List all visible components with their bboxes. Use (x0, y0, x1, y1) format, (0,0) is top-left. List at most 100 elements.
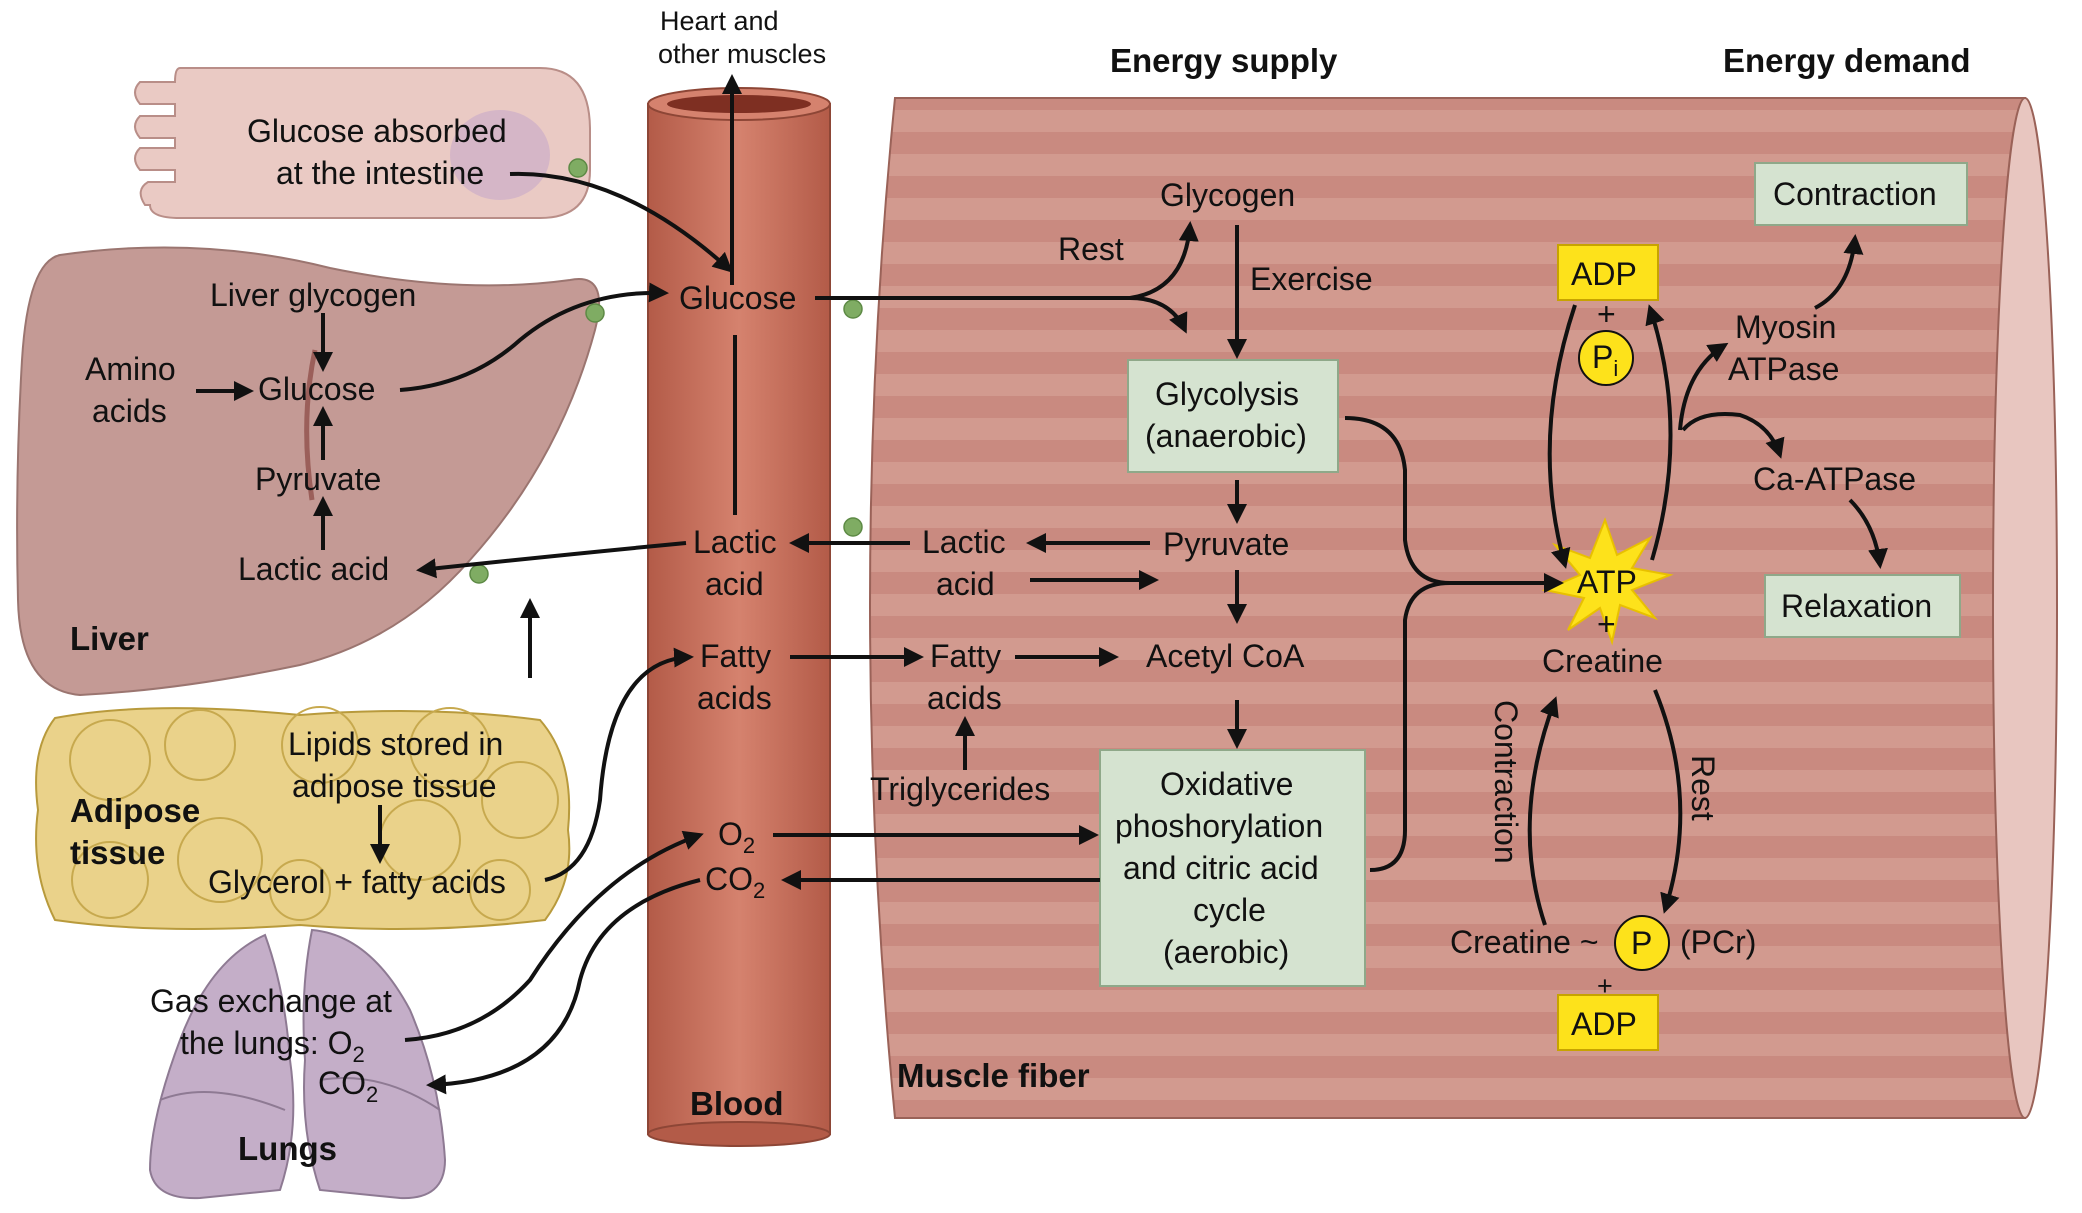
transport-dot (843, 299, 863, 319)
relaxation-box (1764, 574, 1961, 638)
amino-label-1: Amino (85, 351, 176, 387)
gas-label-2: the lungs: O2 (180, 1025, 365, 1067)
transport-dot (585, 303, 605, 323)
blood-o2: O2 (718, 816, 755, 858)
header-energy-demand: Energy demand (1723, 42, 1971, 79)
p-circle-label: P (1631, 925, 1652, 961)
muscle-fatty-2: acids (927, 680, 1002, 716)
liver-label: Liver (70, 620, 149, 657)
rest-vertical: Rest (1685, 755, 1721, 821)
heart-label-2: other muscles (658, 39, 826, 69)
arrow (1678, 342, 1729, 431)
muscle-label: Muscle fiber (897, 1057, 1090, 1094)
heart-label-1: Heart and (660, 6, 779, 36)
blood-vessel (647, 87, 831, 1147)
relaxation-box-label: Relaxation (1781, 588, 1932, 624)
plus-atp: + (1597, 606, 1616, 642)
header-energy-supply: Energy supply (1110, 42, 1338, 79)
muscle-lactic-2: acid (936, 566, 995, 602)
blood-lactic-2: acid (705, 566, 764, 602)
arrow (426, 878, 701, 1095)
glycolysis-2: (anaerobic) (1145, 418, 1307, 454)
ox-1: Oxidative (1160, 766, 1293, 802)
blood-glucose: Glucose (679, 280, 796, 316)
adp-top: ADP (1571, 256, 1637, 292)
ca-atpase: Ca-ATPase (1753, 461, 1916, 497)
ox-3: and citric acid (1123, 850, 1319, 886)
intestine-label-2: at the intestine (276, 155, 484, 191)
muscle-glycogen: Glycogen (1160, 177, 1295, 213)
arrow (1547, 304, 1577, 569)
muscle-pyruvate: Pyruvate (1163, 526, 1289, 562)
liver-glycogen: Liver glycogen (210, 277, 416, 313)
lungs-label: Lungs (238, 1130, 337, 1167)
muscle-fatty-1: Fatty (930, 638, 1001, 674)
arrow (1527, 696, 1559, 926)
transport-dot (843, 517, 863, 537)
adipose-label-1: Adipose (70, 792, 200, 829)
contraction-box (1754, 162, 1968, 226)
blood-co2-sub: 2 (753, 878, 765, 903)
atp-label: ATP (1577, 564, 1637, 600)
arrow (544, 647, 694, 882)
gas-co2-sub: 2 (366, 1082, 378, 1107)
contraction-box-label: Contraction (1773, 176, 1937, 212)
blood-label: Blood (690, 1085, 783, 1122)
arrow (399, 282, 669, 392)
oxidative-box (1099, 749, 1366, 987)
glycolysis-box (1127, 359, 1339, 473)
gas-o2: the lungs: O (180, 1025, 353, 1061)
arrow (1653, 689, 1683, 914)
lungs (148, 928, 447, 1200)
muscle-lactic-1: Lactic (922, 524, 1006, 560)
ox-4: cycle (1193, 892, 1266, 928)
myosin-1: Myosin (1735, 309, 1836, 345)
triglycerides: Triglycerides (870, 771, 1050, 807)
arrow (509, 171, 733, 273)
arrow (1344, 416, 1564, 593)
pathway-arrows (196, 74, 1888, 1095)
glycolysis-1: Glycolysis (1155, 376, 1299, 412)
atp-starburst (1541, 517, 1674, 646)
transport-dot (469, 564, 489, 584)
contraction-vertical: Contraction (1488, 700, 1524, 864)
plus-top: + (1597, 296, 1616, 332)
lipids-label-1: Lipids stored in (288, 726, 503, 762)
blood-co2: CO2 (705, 861, 765, 903)
pi-sub: i (1613, 356, 1618, 381)
p-circle (1614, 915, 1670, 971)
arrow (1814, 234, 1864, 310)
myosin-2: ATPase (1728, 351, 1839, 387)
amino-label-2: acids (92, 393, 167, 429)
ox-2: phoshorylation (1115, 808, 1323, 844)
liver-glucose: Glucose (258, 371, 375, 407)
intestine-label-1: Glucose absorbed (247, 113, 507, 149)
arrow (1369, 581, 1451, 872)
lipids-label-2: adipose tissue (292, 768, 497, 804)
acetyl-coa: Acetyl CoA (1146, 638, 1305, 674)
arrow (404, 830, 704, 1042)
liver-pyruvate: Pyruvate (255, 461, 381, 497)
ox-5: (aerobic) (1163, 934, 1289, 970)
creatine-label: Creatine (1542, 643, 1663, 679)
adipose-tissue (35, 706, 571, 930)
arrow (1848, 498, 1888, 569)
creatine-p: Creatine ~ (1450, 924, 1599, 960)
adipose-label-2: tissue (70, 834, 165, 871)
adp-box-bottom (1557, 994, 1659, 1051)
gas-o2-sub: 2 (353, 1042, 365, 1067)
arrow (1129, 221, 1199, 300)
liver (16, 246, 601, 697)
blood-fatty-2: acids (697, 680, 772, 716)
blood-o2-sub: 2 (743, 833, 755, 858)
adp-bottom: ADP (1571, 1006, 1637, 1042)
adp-box-top (1557, 244, 1659, 301)
pi-circle (1578, 330, 1634, 386)
transport-dot (568, 158, 588, 178)
labels: Energy supply Energy demand Heart and ot… (70, 6, 1971, 1167)
muscle-rest: Rest (1058, 231, 1124, 267)
glycerol-label: Glycerol + fatty acids (208, 864, 506, 900)
gas-label-1: Gas exchange at (150, 983, 392, 1019)
arrow (416, 541, 687, 579)
